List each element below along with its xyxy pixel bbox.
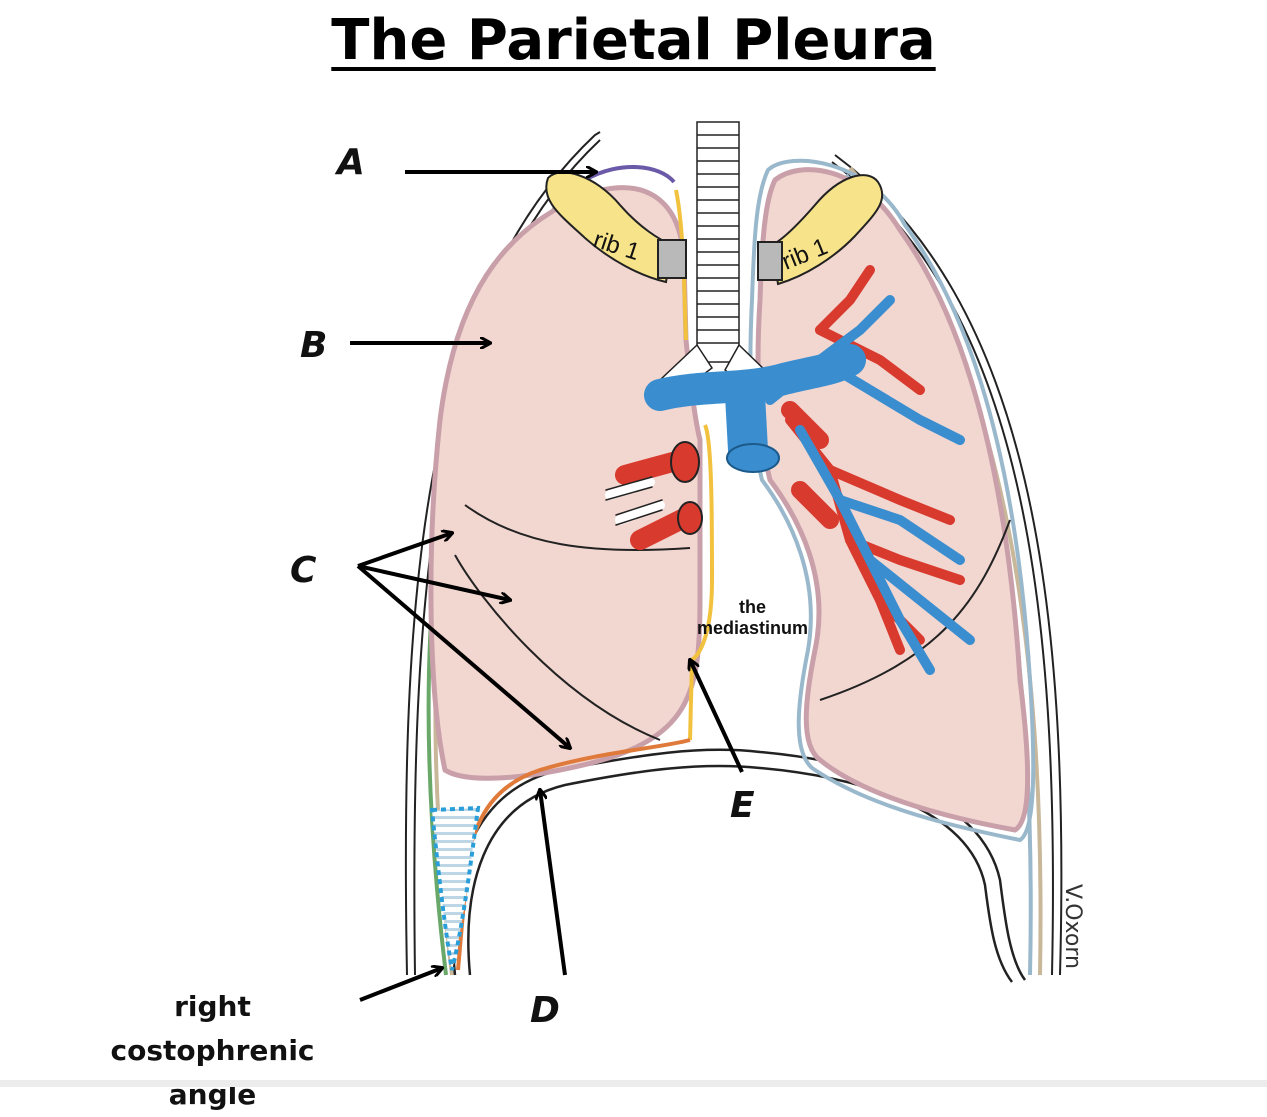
costophrenic-recess [429, 805, 481, 971]
pointer-arrows [350, 172, 744, 1002]
mediastinum-line1: the [739, 597, 766, 617]
pleura-diagram: rib 1 rib 1 V.Oxorn [350, 121, 1085, 1002]
costophrenic-label: right costophrenic angle [70, 985, 355, 1117]
arrow-d [540, 790, 567, 976]
mediastinum-line2: mediastinum [696, 618, 809, 638]
right-lung [428, 185, 703, 781]
mediastinum-label: the mediastinum [680, 597, 825, 639]
rib-left [545, 171, 687, 284]
diaphragm [451, 748, 1027, 983]
costophrenic-line1: right costophrenic [110, 990, 315, 1067]
arrow-c1 [357, 533, 452, 568]
trachea [658, 121, 772, 393]
right-fissures [454, 504, 691, 741]
page-title: The Parietal Pleura [331, 8, 936, 73]
pulmonary-vessels [605, 265, 975, 675]
artist-signature: V.Oxorn [1060, 884, 1085, 969]
arrow-c3 [356, 564, 570, 748]
arrow-e [690, 660, 744, 773]
rib-right [757, 174, 884, 286]
label-c: C [290, 550, 317, 591]
label-e: E [730, 785, 755, 826]
arrow-c2 [357, 564, 510, 600]
cervical-pleura [584, 165, 676, 184]
label-a: A [337, 142, 365, 183]
bottom-edge [0, 1080, 1267, 1087]
arrow-costophrenic [359, 968, 442, 1002]
label-b: B [300, 325, 328, 366]
label-d: D [530, 990, 560, 1031]
